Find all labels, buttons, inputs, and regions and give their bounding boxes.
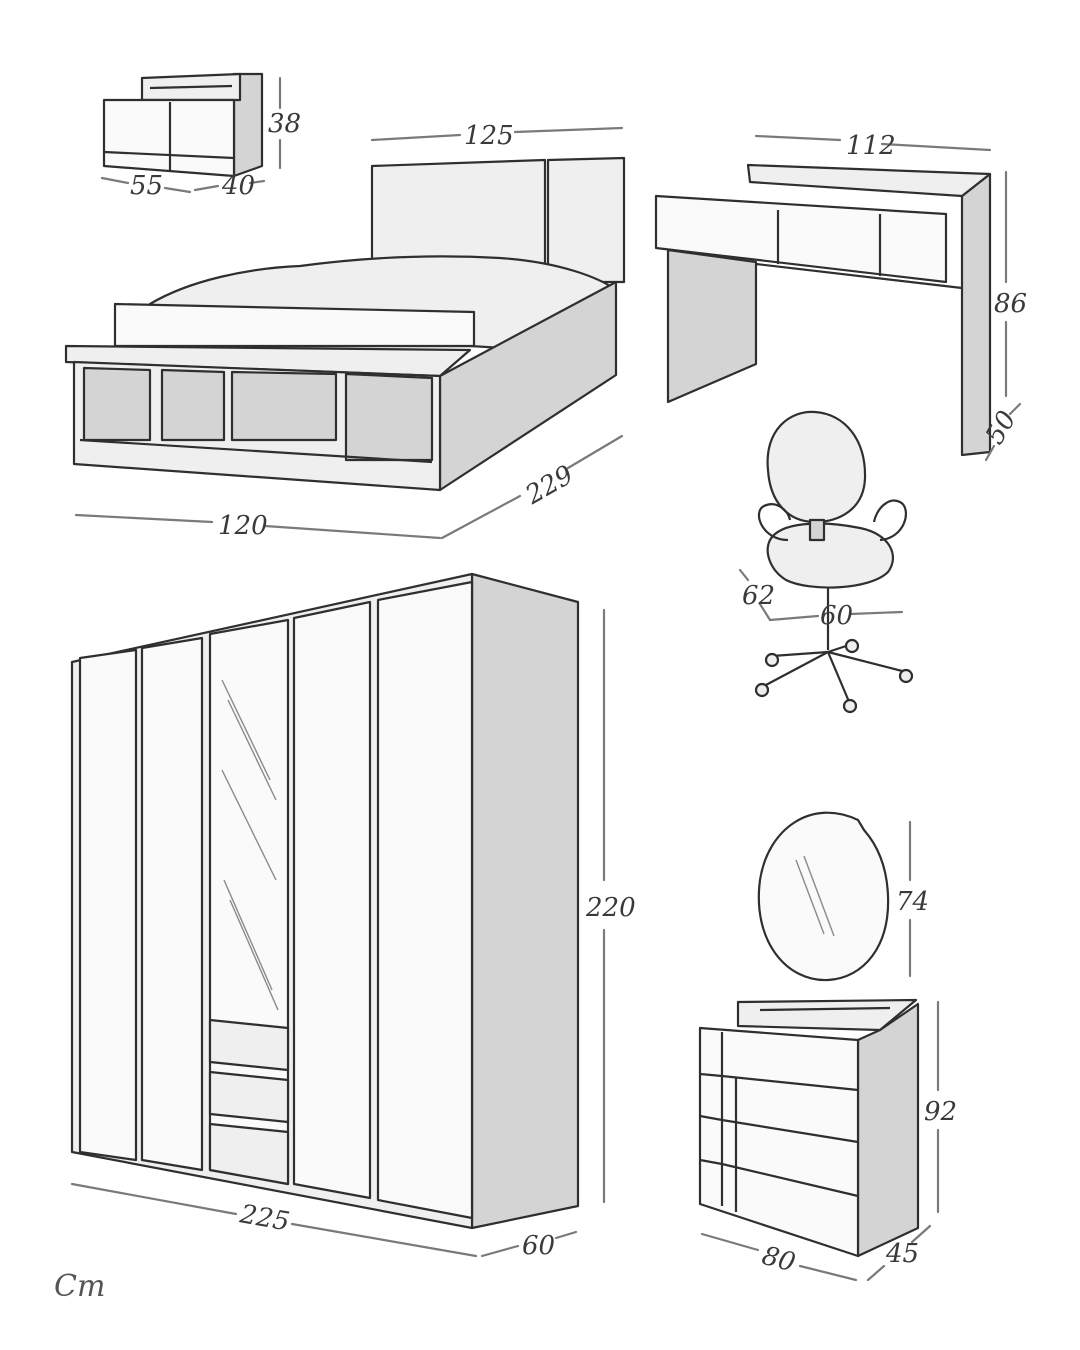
bed-dimensions: 125 120 229	[74, 121, 624, 541]
wardrobe-height-label: 220	[585, 893, 636, 923]
mirror-dimensions: 74	[896, 820, 929, 978]
wardrobe-width-label: 225	[237, 1199, 292, 1237]
desk-height-label: 86	[994, 289, 1027, 319]
dresser-width-label: 80	[759, 1241, 799, 1279]
nightstand-width-label: 55	[130, 171, 163, 201]
chair-width-label: 60	[820, 601, 853, 631]
dresser-depth-label: 45	[885, 1239, 919, 1269]
desk-drawing	[654, 163, 992, 457]
dresser-height-label: 92	[924, 1097, 957, 1127]
desk-width-label: 112	[846, 131, 896, 161]
desk-dimensions: 112 86 50	[754, 131, 1027, 462]
bed-headboard-width-label: 125	[464, 121, 514, 151]
wardrobe-dimensions: 220 225 60	[70, 608, 636, 1261]
dresser-dimensions: 92 80 45	[700, 1000, 957, 1282]
chair-depth-label: 62	[742, 581, 775, 611]
mirror-height-label: 74	[896, 887, 929, 917]
wardrobe-drawing	[70, 572, 580, 1230]
nightstand-height-label: 38	[268, 109, 301, 139]
wardrobe-depth-label: 60	[522, 1231, 555, 1261]
chair-drawing	[754, 410, 914, 714]
chair-dimensions: 62 60	[738, 568, 904, 631]
nightstand-depth-label: 40	[221, 171, 255, 201]
mirror-drawing	[757, 811, 890, 982]
bed-width-label: 120	[218, 511, 268, 541]
nightstand-drawing	[102, 72, 264, 178]
signature: Cm	[54, 1269, 105, 1304]
dresser-drawing	[698, 998, 920, 1258]
bed-drawing	[64, 156, 626, 492]
nightstand-dimensions: 38 55 40	[100, 76, 301, 201]
